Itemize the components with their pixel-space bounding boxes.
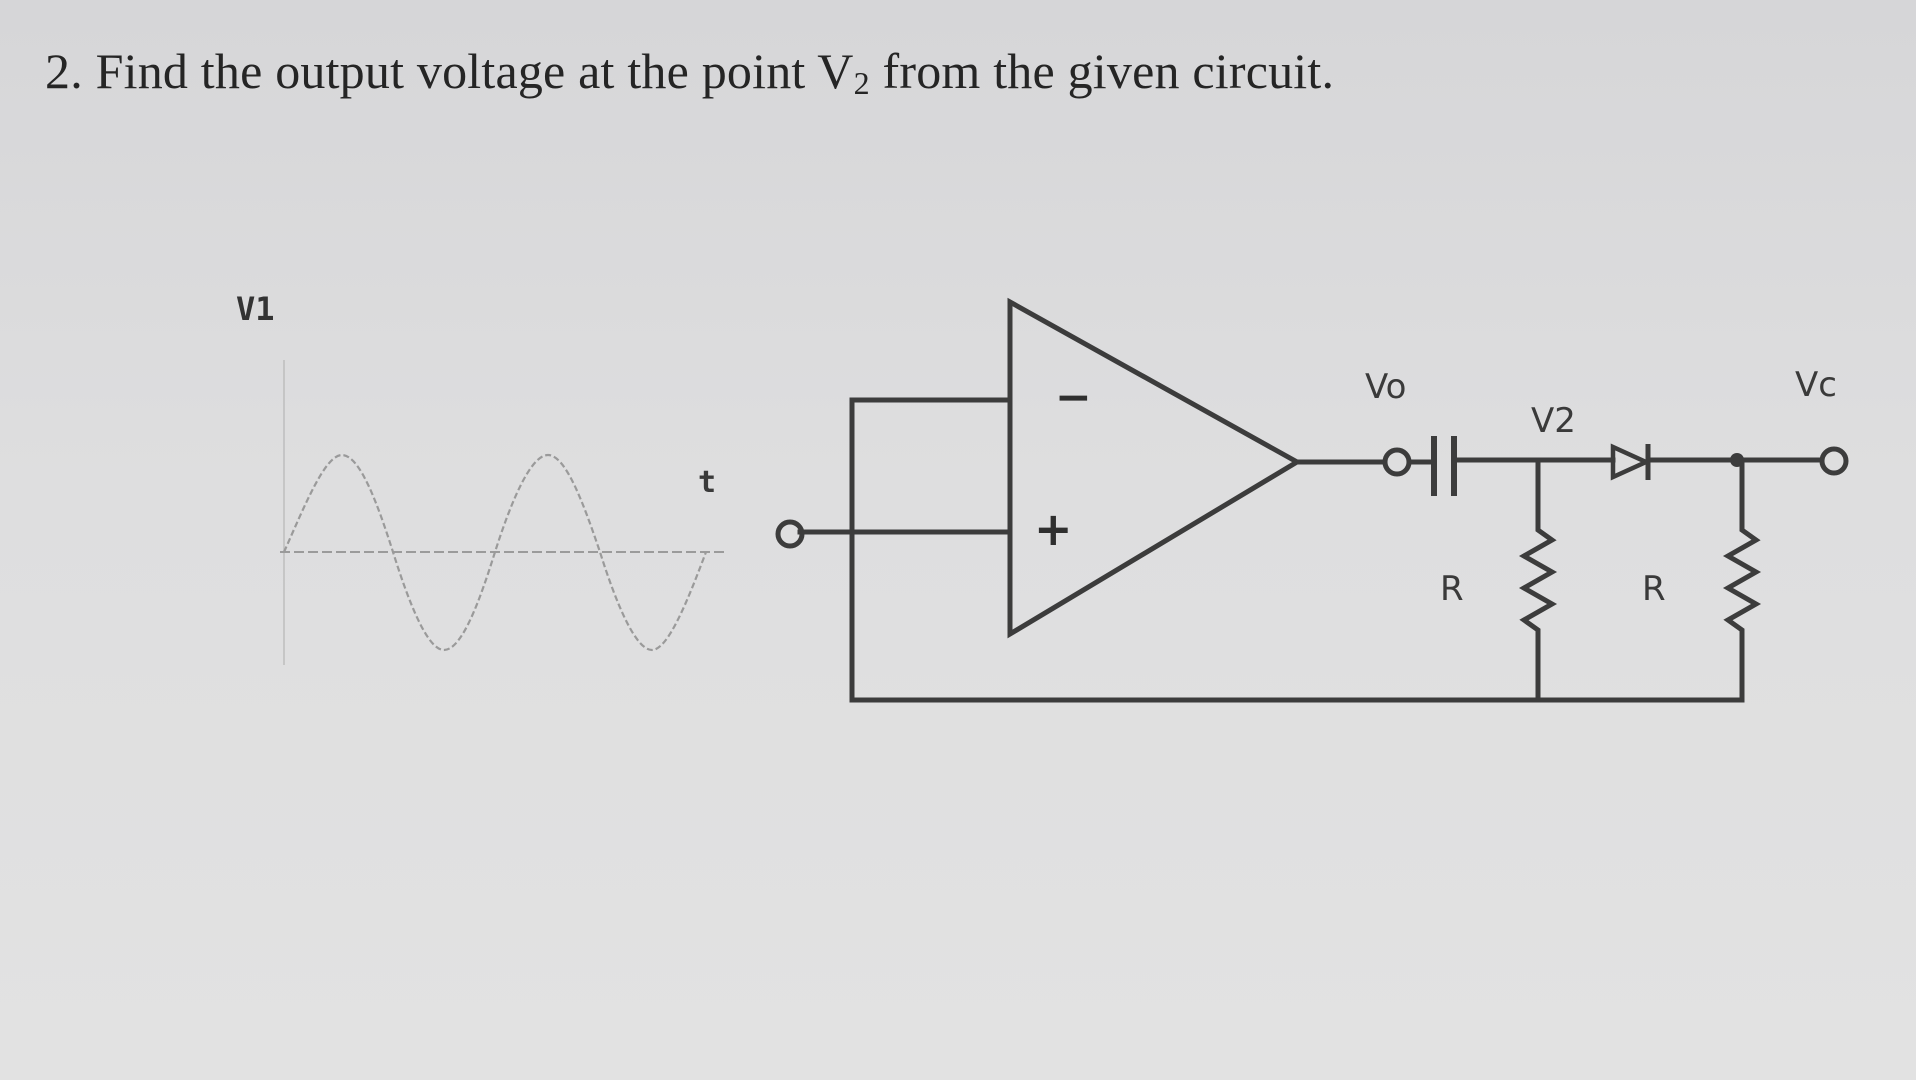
question-body-start: Find the output voltage at the point V xyxy=(95,43,854,99)
vo-node xyxy=(1382,447,1412,477)
input-terminal xyxy=(775,519,805,549)
vo-label: Vo xyxy=(1365,367,1406,407)
sine-wave xyxy=(282,453,708,652)
noninverting-input-symbol: + xyxy=(1034,502,1073,556)
resistor-1-label: R xyxy=(1440,569,1464,609)
input-waveform: V1 t xyxy=(236,290,725,665)
waveform-signal-label: V1 xyxy=(236,290,275,328)
circuit-labels: Vo V2 R R Vc xyxy=(1365,365,1837,609)
question-text: 2. Find the output voltage at the point … xyxy=(45,42,1334,102)
time-axis-label: t xyxy=(698,465,716,500)
question-number: 2. xyxy=(45,43,83,99)
vc-label: Vc xyxy=(1795,365,1837,405)
feedback-wire xyxy=(849,397,1745,703)
diode-triangle xyxy=(1610,443,1652,481)
inverting-input-symbol: − xyxy=(1055,372,1092,423)
question-subscript: 2 xyxy=(853,65,870,101)
op-amp-triangle xyxy=(1007,297,1302,639)
op-amp: − + xyxy=(1007,297,1302,639)
v2-label: V2 xyxy=(1531,401,1576,441)
resistor-2-label: R xyxy=(1642,569,1666,609)
resistor-1 xyxy=(1518,457,1558,703)
vc-terminal xyxy=(1819,446,1849,476)
resistor-2 xyxy=(1722,457,1762,703)
circuit-wiring xyxy=(775,397,1849,703)
question-body-end: from the given circuit. xyxy=(869,43,1335,99)
